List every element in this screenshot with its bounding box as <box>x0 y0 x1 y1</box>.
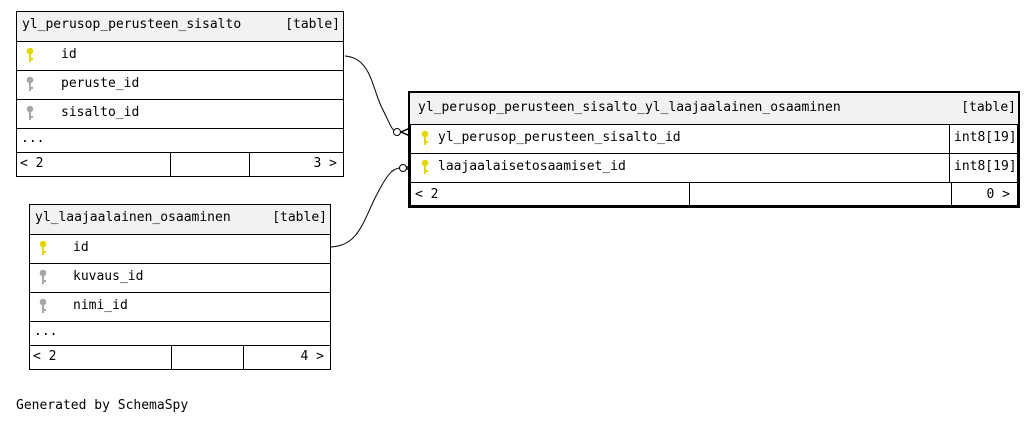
table-yl-perusop-perusteen-sisalto-yl-laajaalainen-osaaminen[interactable]: yl_perusop_perusteen_sisalto_yl_laajaala… <box>408 91 1020 208</box>
column-row[interactable]: id <box>30 235 330 264</box>
foreign-key-icon <box>39 269 47 284</box>
parents-cell[interactable]: < 2 <box>30 345 171 369</box>
foreign-key-icon <box>26 76 34 91</box>
table-name[interactable]: yl_perusop_perusteen_sisalto <box>22 17 242 32</box>
table-type: [table] <box>961 100 1016 115</box>
relationship-line-sisalto <box>344 55 399 133</box>
column-name[interactable]: id <box>73 240 89 255</box>
more-columns-row: ... <box>17 129 343 153</box>
parents-count[interactable]: < 2 <box>415 187 439 202</box>
column-type: int8[19] <box>949 125 1018 153</box>
children-count[interactable]: 4 > <box>300 349 324 364</box>
parents-count[interactable]: < 2 <box>20 156 44 171</box>
primary-key-icon <box>421 159 429 174</box>
primary-key-icon <box>39 240 47 255</box>
column-row[interactable]: id <box>17 42 343 71</box>
column-name[interactable]: nimi_id <box>73 298 128 313</box>
footer-spacer-cell <box>170 152 249 176</box>
children-cell[interactable]: 4 > <box>243 345 330 369</box>
foreign-key-icon <box>39 298 47 313</box>
parents-cell[interactable]: < 2 <box>17 152 170 176</box>
column-name[interactable]: sisalto_id <box>61 105 140 120</box>
column-name[interactable]: yl_perusop_perusteen_sisalto_id <box>438 130 681 145</box>
table-type: [table] <box>272 210 327 225</box>
children-cell[interactable]: 0 > <box>951 183 1018 206</box>
table-name[interactable]: yl_perusop_perusteen_sisalto_yl_laajaala… <box>418 100 841 115</box>
column-name[interactable]: peruste_id <box>61 76 140 91</box>
foreign-key-icon <box>26 105 34 120</box>
table-footer: < 2 4 > <box>30 345 330 369</box>
footer-spacer-cell <box>689 183 951 206</box>
column-row[interactable]: sisalto_id <box>17 100 343 129</box>
children-count[interactable]: 3 > <box>313 156 337 171</box>
column-type: int8[19] <box>949 154 1018 182</box>
children-count[interactable]: 0 > <box>986 187 1010 202</box>
table-header: yl_perusop_perusteen_sisalto [table] <box>17 12 343 42</box>
table-header: yl_laajaalainen_osaaminen [table] <box>30 205 330 235</box>
more-columns-ellipsis: ... <box>21 131 45 146</box>
primary-key-icon <box>421 130 429 145</box>
column-row[interactable]: peruste_id <box>17 71 343 100</box>
generated-by-text: Generated by SchemaSpy <box>16 398 189 413</box>
relationship-line-osaaminen-optional-marker <box>399 164 407 172</box>
table-footer: < 2 3 > <box>17 152 343 176</box>
relationship-line-osaaminen <box>330 167 401 248</box>
more-columns-row: ... <box>30 322 330 346</box>
more-columns-ellipsis: ... <box>34 324 58 339</box>
column-name[interactable]: laajaalaisetosaamiset_id <box>438 159 626 174</box>
column-name[interactable]: kuvaus_id <box>73 269 144 284</box>
relationship-line-sisalto-optional-marker <box>393 128 401 136</box>
table-footer: < 2 0 > <box>410 183 1018 206</box>
column-row[interactable]: yl_perusop_perusteen_sisalto_id int8[19] <box>410 125 1018 154</box>
table-type: [table] <box>285 17 340 32</box>
parents-cell[interactable]: < 2 <box>410 183 689 206</box>
footer-spacer-cell <box>171 345 243 369</box>
table-header: yl_perusop_perusteen_sisalto_yl_laajaala… <box>410 93 1018 125</box>
table-yl-laajaalainen-osaaminen[interactable]: yl_laajaalainen_osaaminen [table] id kuv… <box>29 204 331 370</box>
column-name[interactable]: id <box>61 47 77 62</box>
table-name[interactable]: yl_laajaalainen_osaaminen <box>35 210 231 225</box>
children-cell[interactable]: 3 > <box>249 152 343 176</box>
parents-count[interactable]: < 2 <box>33 349 57 364</box>
primary-key-icon <box>26 47 34 62</box>
column-row[interactable]: nimi_id <box>30 293 330 322</box>
column-row[interactable]: laajaalaisetosaamiset_id int8[19] <box>410 154 1018 183</box>
column-row[interactable]: kuvaus_id <box>30 264 330 293</box>
table-yl-perusop-perusteen-sisalto[interactable]: yl_perusop_perusteen_sisalto [table] id … <box>16 11 344 177</box>
